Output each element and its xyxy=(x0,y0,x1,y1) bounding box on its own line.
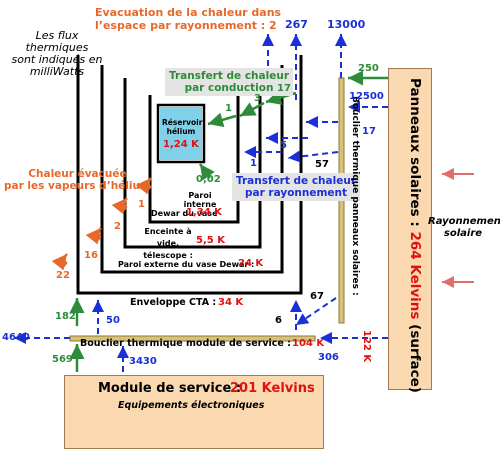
flux-267-label: 267 xyxy=(285,18,308,31)
vacuum-enclosure-name: Enceinte à vide, télescope : xyxy=(143,227,193,260)
module-temp: 201 Kelvins xyxy=(230,381,315,396)
flux-5: 5 xyxy=(280,140,287,151)
flux-3430: 3430 xyxy=(129,356,157,367)
vapour-flux-2: 2 xyxy=(114,221,121,232)
solar-panel-temp: 264 Kelvins xyxy=(407,231,423,320)
solar-panel-label: Panneaux solaires : 264 Kelvins (surface… xyxy=(407,78,423,393)
flux-002: 0,02 xyxy=(196,174,221,185)
flux-17-green: 17 xyxy=(277,83,291,94)
envelope-temp: 34 K xyxy=(218,297,244,308)
flux-57: 57 xyxy=(315,159,329,170)
reservoir-temp: 1,24 K xyxy=(163,139,199,150)
flux-6: 6 xyxy=(275,315,282,326)
outer-wall-temp: 24 K xyxy=(238,258,264,269)
vacuum-enclosure-temp: 5,5 K xyxy=(196,235,225,246)
helium-vapour-title: Chaleur évacuée par les vapeurs d’hélium xyxy=(4,168,151,192)
solar-panel-suffix: (surface) xyxy=(407,324,423,393)
inner-wall-temp: 1,34 K xyxy=(186,207,222,218)
envelope-name: Enveloppe CTA : xyxy=(130,297,217,308)
conduction-arrow-002 xyxy=(198,163,215,181)
flux-182: 182 xyxy=(55,311,76,322)
flux-units-note: Les flux thermiques sont indiqués en mil… xyxy=(11,29,103,78)
outer-wall-name: Paroi externe du vase Dewar : xyxy=(118,260,255,269)
radiation-arrow-57 xyxy=(287,150,339,163)
module-name: Module de service : xyxy=(98,381,242,396)
conduction-title: Transfert de chaleur par conduction xyxy=(165,68,293,96)
flux-3: 3 xyxy=(254,93,261,104)
vapour-arrow-1 xyxy=(135,177,152,195)
inner-wall-label: Dewar : xyxy=(151,209,186,218)
flux-17-blue: 17 xyxy=(362,126,376,137)
evacuation-label: Evacuation de la chaleur dans l’espace p… xyxy=(95,6,282,32)
vapour-arrow-22 xyxy=(51,253,68,271)
service-module-box xyxy=(64,375,324,449)
flux-1-green: 1 xyxy=(225,103,232,114)
solar-panel-box xyxy=(388,68,432,390)
dewar-inner-wall xyxy=(148,95,240,224)
vapour-flux-22: 22 xyxy=(56,270,70,281)
vapour-arrow-16 xyxy=(85,227,102,245)
flux-4640: 4640 xyxy=(2,332,30,343)
inner-wall-name: Paroi interne du vase xyxy=(182,191,218,218)
radiation-title: Transfert de chaleur par rayonnement xyxy=(232,173,360,201)
helium-reservoir-fill xyxy=(160,107,202,160)
conduction-arrow-3 xyxy=(239,101,265,118)
panel-shield-name: Bouclier thermique panneaux solaires : xyxy=(350,96,360,296)
vapour-flux-1: 1 xyxy=(138,199,145,210)
module-sub: Equipements électroniques xyxy=(118,400,265,411)
panel-shield-temp: 122 K xyxy=(361,330,372,363)
flux-13000-label: 13000 xyxy=(327,18,366,31)
flux-250: 250 xyxy=(358,63,379,74)
solar-radiation-label: Rayonnement solaire xyxy=(428,216,500,239)
solar-panel-name: Panneaux solaires : xyxy=(407,78,423,227)
module-shield-name: Bouclier thermique module de service : xyxy=(80,338,291,349)
module-shield-temp: 104 K xyxy=(292,338,325,349)
helium-reservoir-outline xyxy=(156,103,206,164)
flux-67: 67 xyxy=(310,291,324,302)
flux-306: 306 xyxy=(318,352,339,363)
radiation-arrow-67 xyxy=(295,297,337,326)
vapour-arrow-2 xyxy=(111,197,128,215)
dewar-outer-wall xyxy=(100,65,284,274)
flux-12500: 12500 xyxy=(349,91,384,102)
reservoir-name: Réservoir hélium xyxy=(162,118,203,136)
flux-569: 569 xyxy=(52,354,73,365)
flux-1-blue: 1 xyxy=(250,158,257,169)
vacuum-enclosure-wall xyxy=(123,78,262,249)
vapour-flux-16: 16 xyxy=(84,250,98,261)
flux-50: 50 xyxy=(106,315,120,326)
conduction-arrow-1 xyxy=(207,112,237,128)
